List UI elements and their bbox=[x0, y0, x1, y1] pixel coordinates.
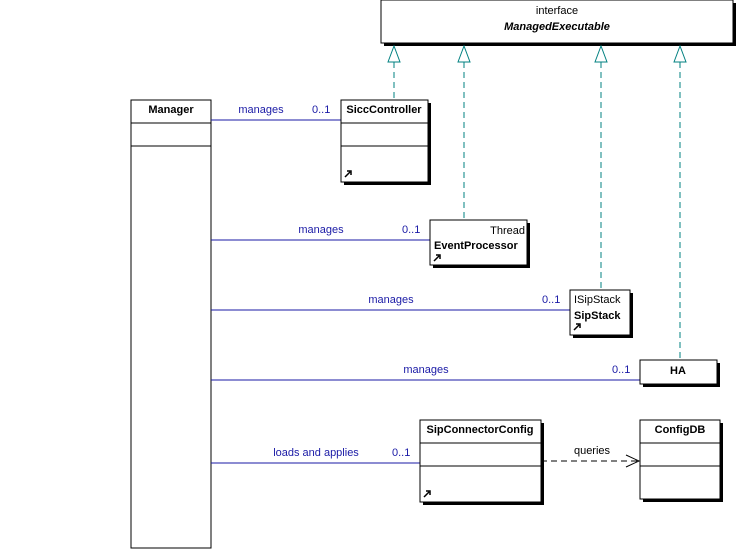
sip-stack-name: SipStack bbox=[574, 310, 621, 322]
realization-sipStack bbox=[594, 44, 608, 290]
sip-stack-stereotype: ISipStack bbox=[574, 294, 621, 306]
event-processor-name: EventProcessor bbox=[434, 240, 518, 252]
class-sicc-controller[interactable]: SiccController bbox=[340, 99, 431, 185]
link-arrow-icon bbox=[423, 490, 431, 498]
association-label: loads and applies bbox=[273, 447, 359, 459]
link-arrow-icon bbox=[433, 254, 441, 262]
realization-eventProcessor bbox=[457, 44, 471, 220]
sicc-controller-name: SiccController bbox=[346, 104, 422, 116]
association-label: manages bbox=[403, 364, 449, 376]
class-ha[interactable]: HA bbox=[639, 359, 720, 387]
link-arrow-icon bbox=[573, 323, 581, 331]
association-multiplicity: 0..1 bbox=[542, 294, 560, 306]
dependency-queries: queries bbox=[541, 445, 641, 468]
sip-connector-config-name: SipConnectorConfig bbox=[427, 424, 534, 436]
link-arrow-icon bbox=[344, 170, 352, 178]
class-manager[interactable]: Manager bbox=[130, 99, 212, 549]
event-processor-stereotype: Thread bbox=[490, 225, 525, 237]
class-event-processor[interactable]: Thread EventProcessor bbox=[429, 219, 530, 268]
association-siccController: manages 0..1 bbox=[211, 104, 341, 121]
class-sip-connector-config[interactable]: SipConnectorConfig bbox=[419, 419, 544, 505]
interface-stereotype: interface bbox=[536, 5, 578, 17]
manager-name: Manager bbox=[148, 104, 194, 116]
realization-ha bbox=[673, 44, 687, 360]
class-sip-stack[interactable]: ISipStack SipStack bbox=[569, 289, 633, 338]
ha-name: HA bbox=[670, 365, 686, 377]
association-eventProcessor: manages 0..1 bbox=[211, 224, 430, 241]
association-sipStack: manages 0..1 bbox=[211, 294, 570, 311]
config-db-name: ConfigDB bbox=[655, 424, 706, 436]
realization-siccController bbox=[387, 44, 401, 100]
interface-managed-executable[interactable]: interface ManagedExecutable bbox=[380, 0, 736, 46]
association-label: manages bbox=[238, 104, 284, 116]
association-multiplicity: 0..1 bbox=[312, 104, 330, 116]
association-label: manages bbox=[368, 294, 414, 306]
dependency-label: queries bbox=[574, 445, 611, 457]
association-multiplicity: 0..1 bbox=[392, 447, 410, 459]
class-config-db[interactable]: ConfigDB bbox=[639, 419, 723, 502]
association-ha: manages 0..1 bbox=[211, 364, 640, 381]
association-label: manages bbox=[298, 224, 344, 236]
association-multiplicity: 0..1 bbox=[612, 364, 630, 376]
association-multiplicity: 0..1 bbox=[402, 224, 420, 236]
association-sipConnectorConfig: loads and applies 0..1 bbox=[211, 447, 420, 464]
interface-name: ManagedExecutable bbox=[504, 21, 610, 33]
